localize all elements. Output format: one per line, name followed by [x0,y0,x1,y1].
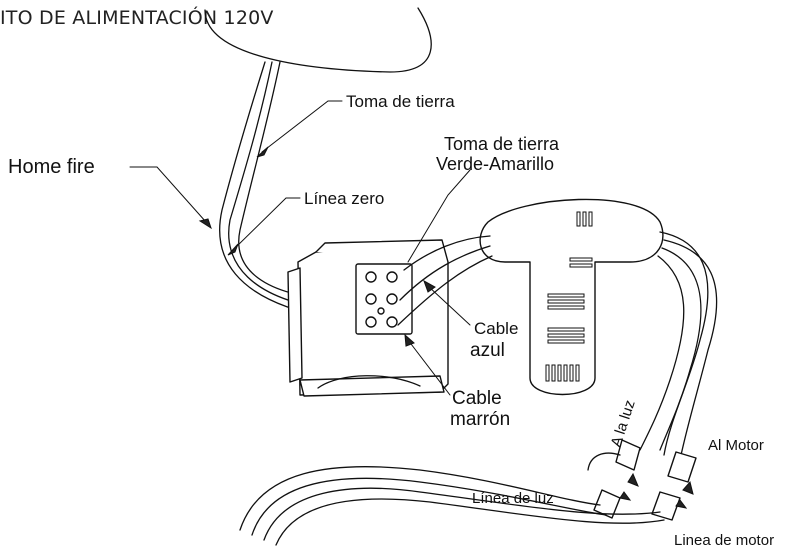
leader-blue-cable [427,285,471,326]
arrow-zero-line [227,243,239,256]
leader-green-yellow [407,169,471,263]
incoming-wire-b [228,61,336,311]
arrow-blue-cable [423,279,436,293]
output-wire-4 [639,255,685,451]
bundle-wire-4 [275,498,665,546]
incoming-wire-c [238,61,341,301]
leader-zero-line [232,197,301,251]
bundle-wire-3 [263,487,661,541]
label-blue-cable-1: Cable [474,319,518,338]
leader-home-fire [129,166,207,223]
label-ground-green-yellow-2: Verde-Amarillo [436,154,554,174]
motor-connector [651,451,697,521]
label-to-light: A la luz [608,398,639,449]
arrow-ground-top [256,146,269,158]
light-connector [593,439,641,519]
receiver-unit [479,198,664,396]
bundle-wire-5 [587,452,621,471]
wire-block-to-receiver-1 [403,235,491,271]
bundle-wire-2 [251,477,607,536]
label-ground-top: Toma de tierra [346,92,455,111]
label-home-fire: Home fire [8,156,95,178]
terminal-block [287,239,449,397]
label-light-line: Línea de luz [472,490,554,507]
arrow-home-fire [198,218,212,230]
arrow-brown-cable [404,333,415,347]
leader-ground-top [261,100,343,153]
label-to-motor: Al Motor [708,437,764,454]
label-blue-cable-2: azul [470,340,505,361]
leader-brown-cable [407,339,451,396]
supply-cable-arc [204,7,432,73]
incoming-wire-a [219,61,331,319]
output-wire-2 [663,239,718,461]
bundle-wire-1 [239,465,601,531]
label-ground-green-yellow-1: Toma de tierra [444,134,560,154]
wire-block-to-receiver-2 [399,245,491,301]
output-wire-1 [659,231,709,456]
wire-block-to-receiver-3 [397,255,493,326]
label-brown-cable-2: marrón [450,409,510,430]
diagram-title: ITO DE ALIMENTACIÓN 120V [0,5,274,29]
label-motor-line: Linea de motor [674,532,774,549]
label-zero-line: Línea zero [304,189,384,208]
output-wire-3 [659,247,702,451]
label-brown-cable-1: Cable [452,388,502,409]
